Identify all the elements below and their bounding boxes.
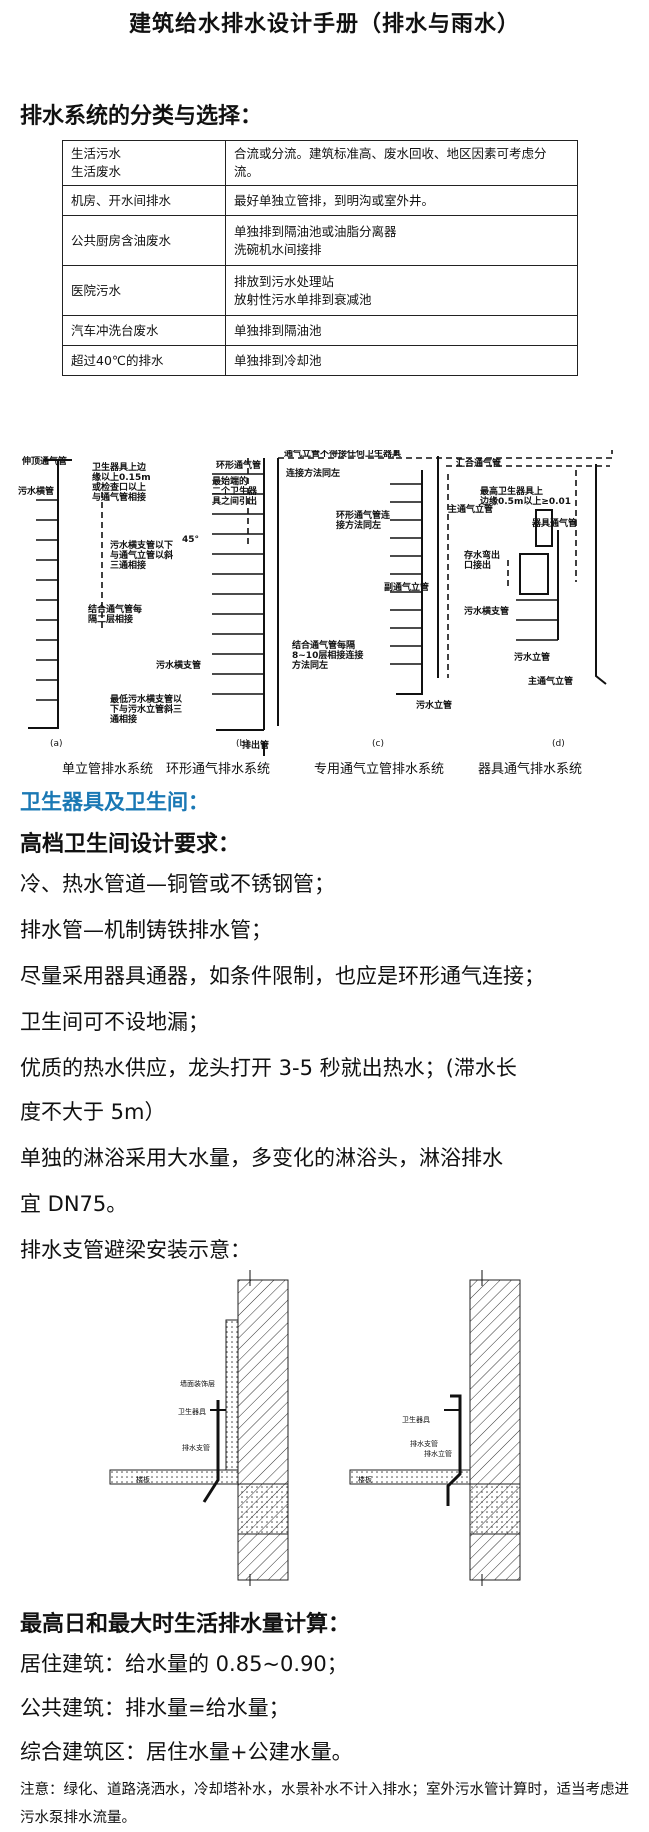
label-d4: 器具通气管 [531,517,577,529]
fig-label-branch-right: 排水支管 [410,1439,438,1448]
drainage-type-cell: 机房、开水间排水 [62,185,226,216]
label-a6: 与通气管相接 [92,491,146,503]
fig-label-slab-left: 楼板 [136,1475,150,1484]
label-b1: 环形通气管 [216,459,261,471]
classification-row: 生活污水 生活废水合流或分流。建筑标准高、废水回收、地区因素可考虑分流。 [62,140,578,186]
calc-heading: 最高日和最大时生活排水量计算： [20,1612,351,1637]
classification-row: 机房、开水间排水最好单独立管排，到明沟或室外井。 [62,185,578,216]
label-b9: 方法同左 [292,659,328,671]
sub-label-b: (b) [236,739,249,749]
requirement-line-7: 单独的淋浴采用大水量，多变化的淋浴头，淋浴排水 [20,1146,503,1170]
label-b4: 二个卫生器 [212,485,258,497]
fig-label-slab-right: 楼板 [358,1475,372,1484]
branch-avoid-beam-figure: 墙面装饰层 卫生器具 排水支管 楼板 卫生器具 排水支管 排水立管 楼板 [109,1270,521,1586]
fig-label-fixture-left: 卫生器具 [178,1407,206,1416]
drainage-type-cell: 生活污水 生活废水 [62,140,226,186]
label-a5: 或检查口以上 [92,481,146,493]
label-a3: 卫生器具上边 [92,461,147,473]
drainage-method-cell: 单独排到隔油池 [225,315,578,346]
label-b10: 排出管 [242,739,269,751]
classification-table: 生活污水 生活废水合流或分流。建筑标准高、废水回收、地区因素可考虑分流。机房、开… [62,140,578,376]
drainage-method-cell: 排放到污水处理站 放射性污水单排到衰减池 [225,265,578,316]
requirement-line-9: 排水支管避梁安装示意： [20,1238,251,1262]
label-a9: 三通相接 [110,559,146,571]
sub-label-a: (a) [50,739,63,749]
calc-line-3: 综合建筑区：居住水量+公建水量。 [20,1740,353,1764]
drainage-type-cell: 公共厨房含油废水 [62,215,226,266]
label-d8: 污水立管 [514,651,550,663]
classification-row: 医院污水排放到污水处理站 放射性污水单排到衰减池 [62,265,578,316]
fig-label-fixture-right: 卫生器具 [402,1415,430,1424]
label-c6: 污水立管 [416,699,452,711]
caption-dedicated-vent: 专用通气立管排水系统 [314,762,445,777]
classification-row: 公共厨房含油废水单独排到隔油池或油脂分离器 洗碗机水间接排 [62,215,578,266]
sanitary-section-title: 卫生器具及卫生间： [20,790,209,814]
calc-line-2: 公共建筑：排水量=给水量； [20,1696,290,1720]
label-a11: 隔二层相接 [88,613,133,625]
drainage-method-cell: 单独排到隔油池或油脂分离器 洗碗机水间接排 [225,215,578,266]
label-b6: 污水横支管 [156,659,201,671]
label-c5: 副通气立管 [384,581,429,593]
label-a8: 与通气立管以斜 [110,549,173,561]
label-a10: 结合通气管每 [88,603,142,615]
label-b2: 连接方法同左 [286,467,340,479]
label-d6: 口接出 [464,559,491,571]
label-d2: 最高卫生器具上 [480,485,543,497]
requirement-line-1: 冷、热水管道—铜管或不锈钢管； [20,872,335,896]
label-c4: 主通气立管 [448,503,493,515]
label-d3: 边缘0.5m以上≥0.01 [479,495,571,507]
requirement-line-3: 尽量采用器具通器，如条件限制，也应是环形通气连接； [20,964,545,988]
page-title: 建筑给水排水设计手册（排水与雨水） [128,12,520,37]
calc-note: 注意：绿化、道路浇洒水，冷却塔补水，水景补水不计入排水；室外污水管计算时，适当考… [20,1782,629,1826]
drainage-type-cell: 汽车冲洗台废水 [62,315,226,346]
label-a1: 伸顶通气管 [21,455,67,467]
label-c2: 环形通气管连 [336,509,391,521]
label-d7: 污水横支管 [464,605,509,617]
label-c3: 接方法同左 [336,519,381,531]
caption-loop-vent: 环形通气排水系统 [166,762,271,777]
label-c1: 通气立管不得接任何卫生器具 [284,450,401,459]
figure-right [349,1270,521,1586]
drainage-type-cell: 超过40℃的排水 [62,345,226,376]
label-d1: 汇合通气管 [456,457,501,469]
label-a2: 污水横管 [18,485,54,497]
label-angle: 45° [182,535,199,545]
requirement-line-2: 排水管—机制铸铁排水管； [20,918,272,942]
fig-label-branch-left: 排水支管 [182,1443,210,1452]
label-d5: 存水弯出 [464,549,500,561]
drainage-type-cell: 医院污水 [62,265,226,316]
drainage-system-diagram: 伸顶通气管 污水横管 卫生器具上边 缘以上0.15m 或检查口以上 与通气管相接… [18,450,613,756]
requirement-line-5: 优质的热水供应，龙头打开 3-5 秒就出热水；(滞水长 [20,1056,517,1080]
drainage-method-cell: 合流或分流。建筑标准高、废水回收、地区因素可考虑分流。 [225,140,578,186]
fig-label-finish: 墙面装饰层 [180,1379,215,1388]
sanitary-subheading: 高档卫生间设计要求： [20,832,241,857]
label-a13: 下与污水立管斜三 [110,703,182,715]
label-a7: 污水横支管以下 [110,539,173,551]
label-a12: 最低污水横支管以 [110,693,182,705]
drainage-method-cell: 最好单独立管排，到明沟或室外井。 [225,185,578,216]
label-a4: 缘以上0.15m [92,471,151,483]
label-a14: 通相接 [110,713,137,725]
calc-line-1: 居住建筑：给水量的 0.85~0.90； [20,1652,348,1676]
label-b3: 最始端的 [212,475,248,487]
requirement-line-4: 卫生间可不设地漏； [20,1010,209,1034]
classification-row: 汽车冲洗台废水单独排到隔油池 [62,315,578,346]
caption-fixture-vent: 器具通气排水系统 [478,762,583,777]
label-b5: 具之间引出 [211,495,257,507]
sub-label-d: (d) [552,739,565,749]
drainage-method-cell: 单独排到冷却池 [225,345,578,376]
label-b7: 结合通气管每隔 [292,639,355,651]
caption-single-stack: 单立管排水系统 [62,762,154,777]
classification-row: 超过40℃的排水单独排到冷却池 [62,345,578,376]
fig-label-stack-right: 排水立管 [424,1449,452,1458]
requirement-line-8: 宜 DN75。 [20,1192,128,1216]
requirement-line-6: 度不大于 5m） [20,1100,166,1124]
figure-left [109,1270,289,1586]
label-d9: 主通气立管 [528,675,573,687]
sub-label-c: (c) [372,739,384,749]
label-b8: 8~10层相接连接 [292,649,363,661]
classification-heading: 排水系统的分类与选择： [20,104,263,129]
